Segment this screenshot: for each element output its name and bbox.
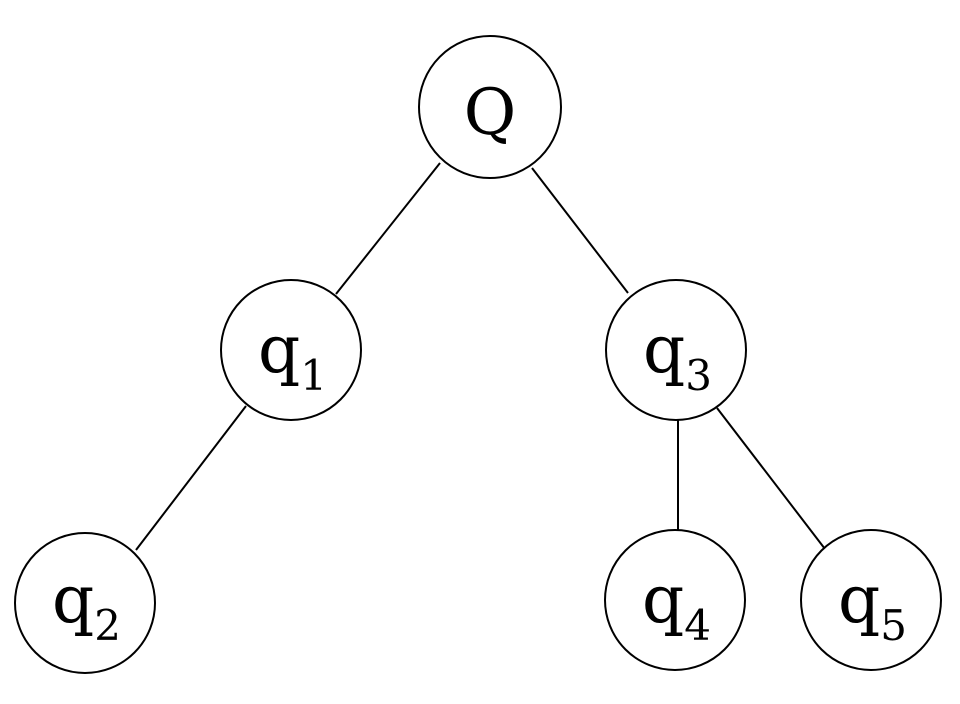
node-Q: Q [418, 35, 562, 179]
node-circle [604, 529, 746, 671]
node-label-subscript: 2 [94, 601, 121, 650]
edge-Q-q3 [531, 167, 629, 294]
node-label: q4 [642, 561, 711, 650]
node-label-subscript: 3 [685, 351, 712, 400]
edge-Q-q1 [335, 162, 441, 295]
node-q2: q2 [14, 532, 156, 674]
node-circle [418, 35, 562, 179]
node-label: q2 [52, 561, 121, 650]
node-q3: q3 [605, 279, 747, 421]
edge-q1-q2 [135, 405, 247, 551]
node-q5: q5 [800, 529, 942, 671]
node-circle [220, 279, 362, 421]
node-label-main: q [643, 311, 685, 388]
node-label-main: q [258, 311, 300, 388]
node-label: q1 [258, 311, 327, 400]
node-q4: q4 [604, 529, 746, 671]
node-label-subscript: 5 [880, 601, 907, 650]
node-circle [800, 529, 942, 671]
node-label-subscript: 1 [300, 351, 327, 400]
node-label: q3 [643, 311, 712, 400]
edge-q3-q5 [716, 407, 826, 550]
node-label-subscript: 4 [684, 601, 711, 650]
node-label-main: q [642, 561, 684, 638]
node-label: Q [464, 76, 516, 150]
node-circle [14, 532, 156, 674]
node-circle [605, 279, 747, 421]
node-label-main: q [838, 561, 880, 638]
node-label: q5 [838, 561, 907, 650]
node-label-main: q [52, 561, 94, 638]
node-q1: q1 [220, 279, 362, 421]
